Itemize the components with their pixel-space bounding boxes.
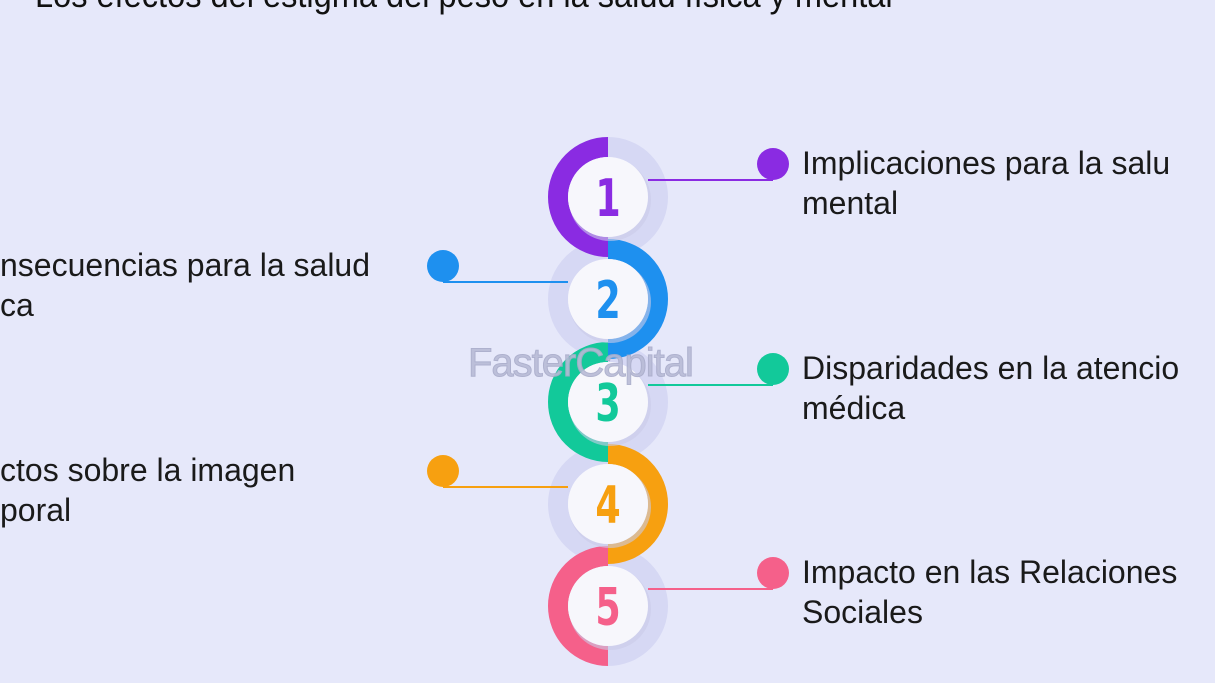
watermark-logo: FasterCapital — [468, 341, 695, 386]
label-line: ca — [0, 287, 34, 323]
step-number-1: 1 — [595, 167, 620, 228]
step-number-3: 3 — [595, 372, 620, 433]
ring-arc-3 — [548, 342, 609, 462]
number-badge-1 — [568, 157, 648, 237]
connector-dot — [427, 455, 459, 487]
label-line: Impacto en las Relaciones — [802, 554, 1178, 590]
number-badge-5 — [568, 566, 648, 646]
label-line: poral — [0, 492, 72, 528]
label-line: médica — [802, 390, 906, 426]
step-number-5: 5 — [595, 576, 620, 637]
step-number-2: 2 — [595, 269, 620, 330]
step-label-1: Implicaciones para la salu mental — [802, 143, 1170, 223]
label-line: Sociales — [802, 594, 923, 630]
number-badge-4 — [568, 464, 648, 544]
connector-dot — [757, 557, 789, 589]
label-line: Disparidades en la atencio — [802, 350, 1180, 386]
number-badge-3 — [568, 362, 648, 442]
connector-dot — [757, 148, 789, 180]
ring-arc-5 — [548, 546, 609, 666]
label-line: Implicaciones para la salu — [802, 145, 1171, 181]
step-label-3: Disparidades en la atencio médica — [802, 348, 1179, 428]
step-number-4: 4 — [595, 474, 620, 535]
connector-dot — [757, 353, 789, 385]
ring-arc-2 — [607, 239, 668, 359]
label-line: ctos sobre la imagen — [0, 452, 296, 488]
ring-arc-1 — [548, 137, 609, 257]
step-label-4: ctos sobre la imagen poral — [0, 450, 295, 530]
connector-dot — [427, 250, 459, 282]
number-badge-2 — [568, 259, 648, 339]
step-label-2: nsecuencias para la salud ca — [0, 245, 370, 325]
ring-arc-4 — [607, 444, 668, 564]
label-line: nsecuencias para la salud — [0, 247, 371, 283]
page-title: Los efectos del estigma del peso en la s… — [35, 0, 893, 16]
label-line: mental — [802, 185, 899, 221]
